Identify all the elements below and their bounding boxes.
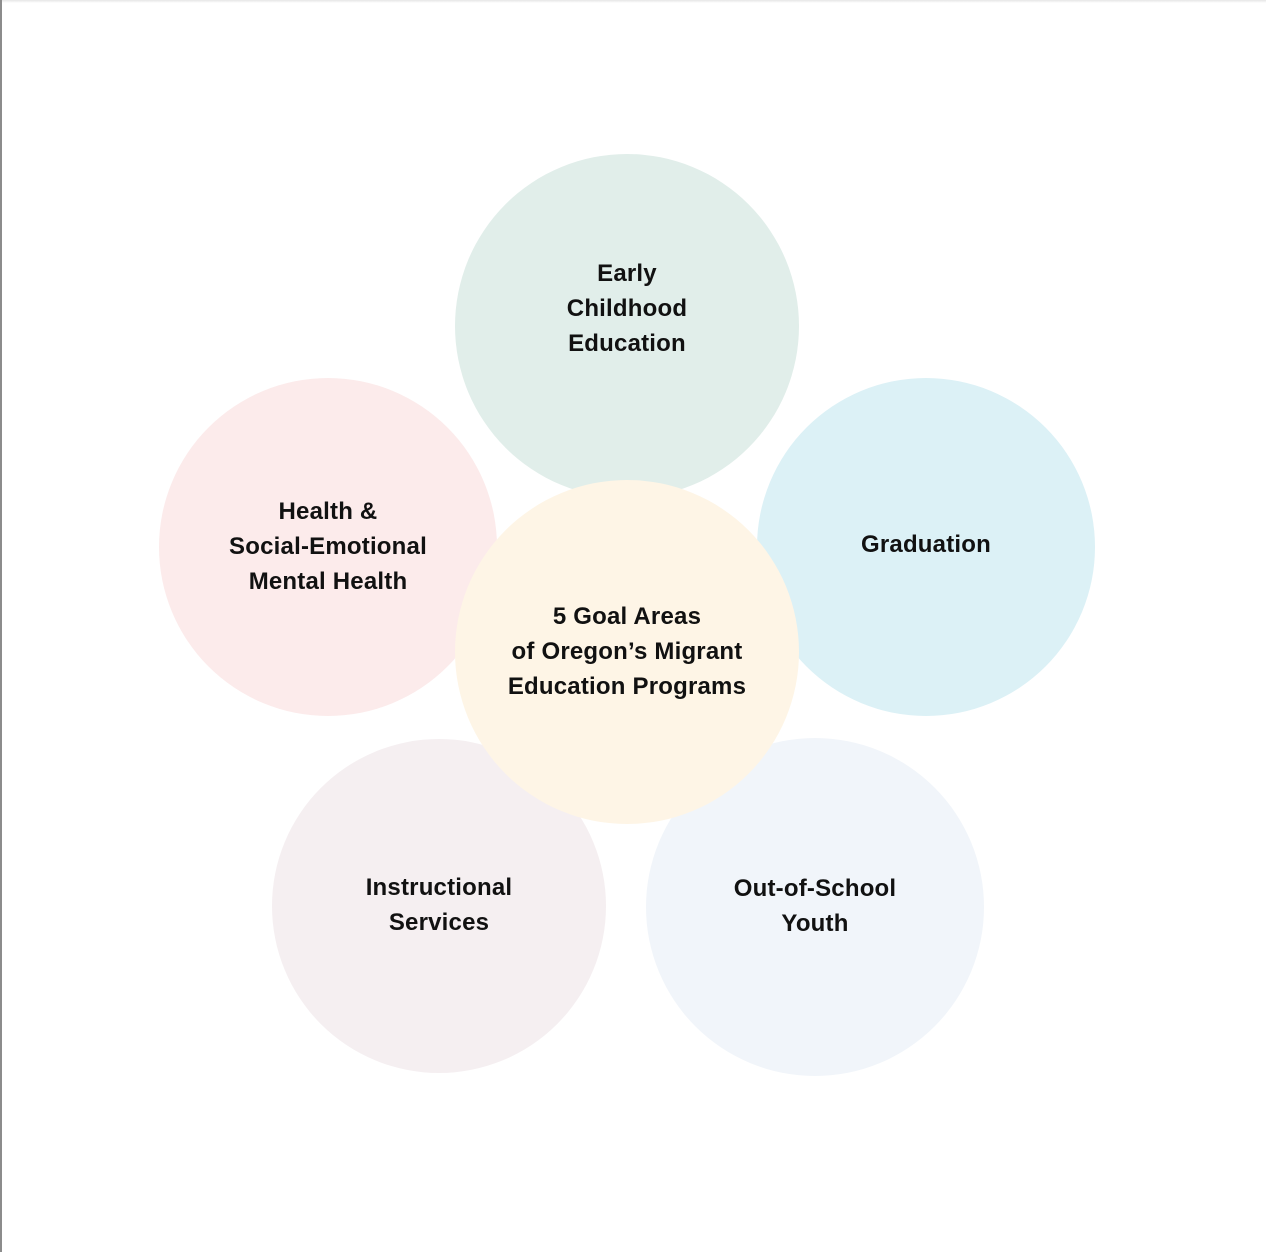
goal-circle-graduation: Graduation bbox=[757, 378, 1095, 716]
center-circle: 5 Goal Areas of Oregon’s Migrant Educati… bbox=[455, 480, 799, 824]
goal-label-instructional-services: Instructional Services bbox=[365, 874, 513, 936]
goal-circle-early-childhood: Early Childhood Education bbox=[455, 154, 799, 498]
page-left-edge bbox=[0, 0, 2, 1252]
goal-label-graduation: Graduation bbox=[860, 530, 991, 558]
goal-label-health: Health & Social-Emotional Mental Health bbox=[229, 497, 427, 595]
page-top-edge bbox=[0, 0, 1266, 3]
goal-label-out-of-school-youth: Out-of-School Youth bbox=[733, 875, 897, 937]
goal-label-early-childhood: Early Childhood Education bbox=[566, 259, 688, 357]
goal-circle-health: Health & Social-Emotional Mental Health bbox=[159, 378, 497, 716]
center-title: 5 Goal Areas of Oregon’s Migrant Educati… bbox=[507, 602, 747, 700]
